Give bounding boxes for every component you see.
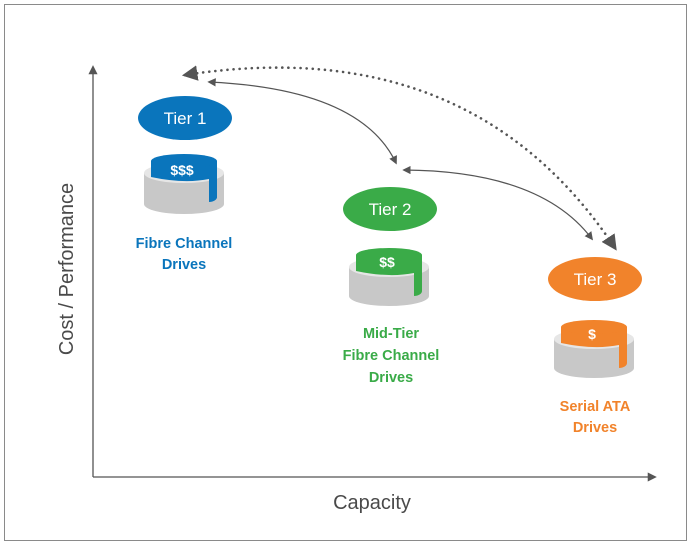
tier-3-drive-label-line-1: Serial ATA <box>560 399 631 415</box>
tier-1-drive-label-line-1: Fibre Channel <box>136 236 233 252</box>
tier-3-price: $ <box>588 326 596 342</box>
tier-1-group: Tier 1 $$$ Fibre Channel Drives <box>136 96 233 273</box>
tier-1-price: $$$ <box>170 162 194 178</box>
tier-3-group: Tier 3 $ Serial ATA Drives <box>548 257 642 436</box>
tier-1-drive-label-line-2: Drives <box>162 257 206 273</box>
tier-2-group: Tier 2 $$ Mid-Tier Fibre Channel Drives <box>343 187 440 386</box>
diagram-frame: Cost / Performance Capacity Tier 1 $$$ F… <box>4 4 687 541</box>
tier-2-drive-icon <box>349 248 429 306</box>
x-axis-label: Capacity <box>333 492 411 514</box>
y-axis-label: Cost / Performance <box>56 183 78 355</box>
tier-3-drive-icon <box>554 320 634 378</box>
tier-3-drive-label-line-2: Drives <box>573 420 617 436</box>
tier-3-label: Tier 3 <box>574 270 617 289</box>
tier-3-badge <box>548 257 642 301</box>
tier-connectors <box>181 65 617 251</box>
tier-2-badge <box>343 187 437 231</box>
tier-2-drive-label-line-1: Mid-Tier <box>363 326 419 342</box>
tier-1-badge <box>138 96 232 140</box>
tier1-tier2-arrow <box>207 78 397 165</box>
tier-2-label: Tier 2 <box>369 200 412 219</box>
tier-1-drive-icon <box>144 154 224 214</box>
axes: Cost / Performance Capacity <box>56 65 657 514</box>
tier-2-drive-label-line-3: Drives <box>369 370 413 386</box>
tiered-storage-diagram: Cost / Performance Capacity Tier 1 $$$ F… <box>56 65 657 514</box>
tier-2-price: $$ <box>379 254 395 270</box>
tier-1-label: Tier 1 <box>164 109 207 128</box>
tier-2-drive-label-line-2: Fibre Channel <box>343 348 440 364</box>
